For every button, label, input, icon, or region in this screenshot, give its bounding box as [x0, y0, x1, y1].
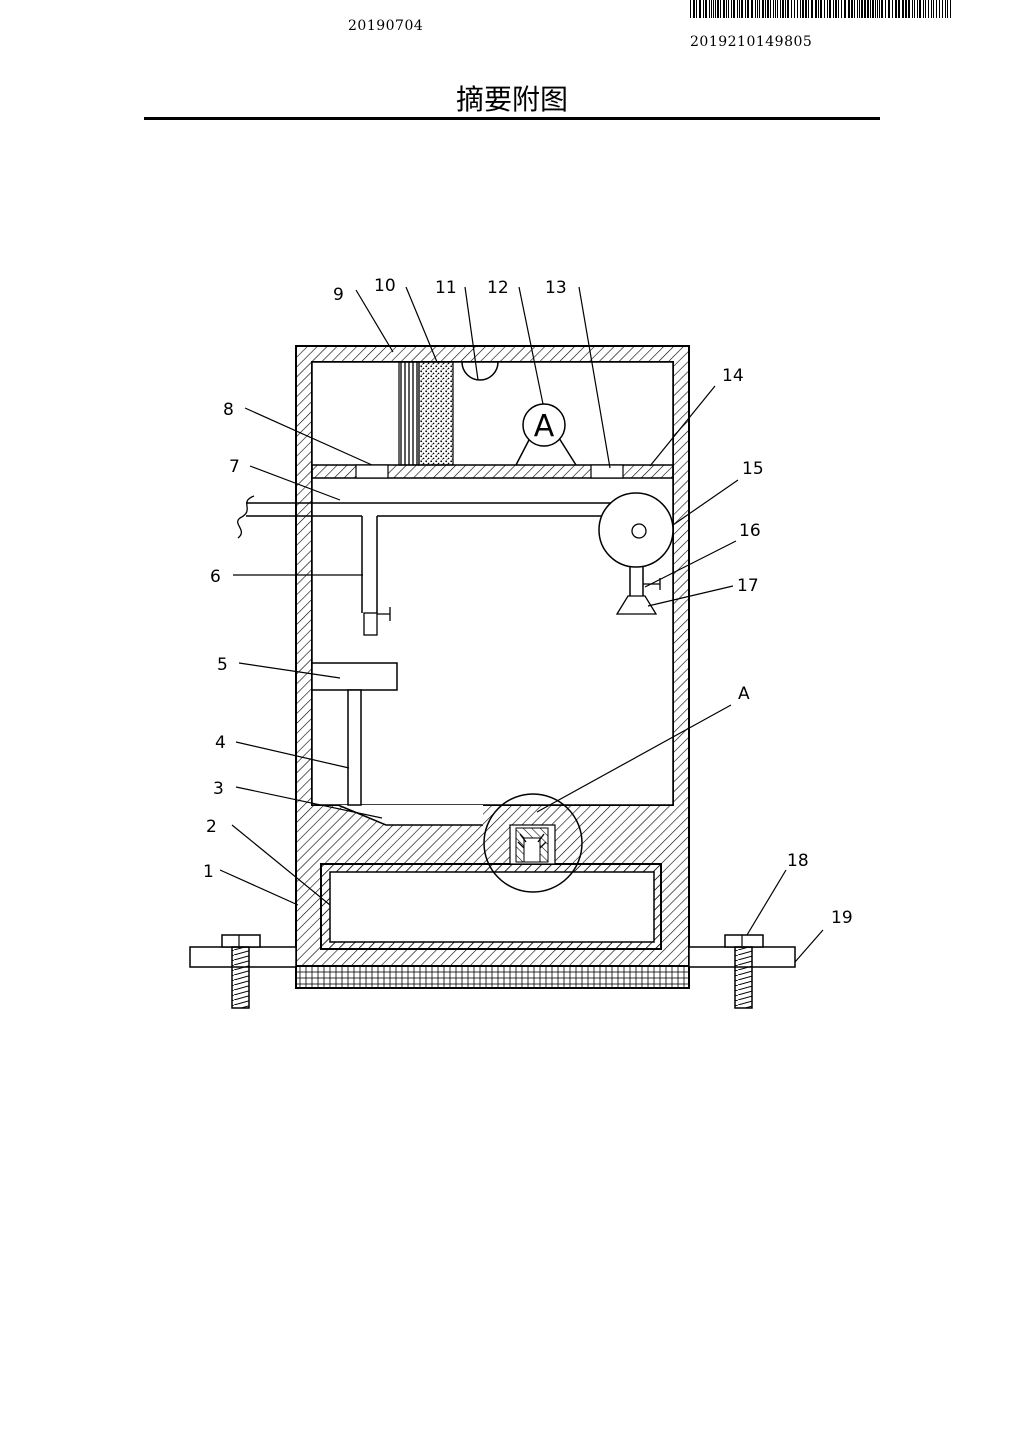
- motor-letter: A: [534, 409, 555, 444]
- leader-lines: [219, 286, 824, 963]
- label-8: 8: [223, 400, 234, 420]
- label-18: 18: [787, 851, 809, 871]
- document-number: 2019210149805: [690, 34, 813, 50]
- mesh-plate: [311, 464, 674, 479]
- filter-layers: [398, 361, 454, 466]
- label-10: 10: [374, 276, 396, 296]
- collection-drawer: [320, 863, 662, 950]
- fan-motor: A: [515, 403, 577, 466]
- label-a: A: [738, 684, 750, 704]
- filing-date: 20190704: [348, 18, 424, 34]
- water-pipe: [237, 495, 612, 636]
- label-12: 12: [487, 278, 509, 298]
- title-rule: [144, 117, 880, 120]
- drain-port: [509, 824, 556, 865]
- label-11: 11: [435, 278, 457, 298]
- label-17: 17: [737, 576, 759, 596]
- label-7: 7: [229, 457, 240, 477]
- label-15: 15: [742, 459, 764, 479]
- lamp: [461, 361, 499, 381]
- mounting-right: [688, 934, 796, 1009]
- label-6: 6: [210, 567, 221, 587]
- barcode-image: [690, 0, 951, 18]
- label-19: 19: [831, 908, 853, 928]
- label-4: 4: [215, 733, 226, 753]
- label-3: 3: [213, 779, 224, 799]
- label-16: 16: [739, 521, 761, 541]
- label-5: 5: [217, 655, 228, 675]
- label-1: 1: [203, 862, 214, 882]
- label-2: 2: [206, 817, 217, 837]
- label-13: 13: [545, 278, 567, 298]
- label-9: 9: [333, 285, 344, 305]
- detail-circle-a: [483, 793, 583, 893]
- label-14: 14: [722, 366, 744, 386]
- page-title: 摘要附图: [455, 83, 568, 116]
- pulley-nozzle: [598, 492, 674, 615]
- mounting-left: [189, 934, 297, 1009]
